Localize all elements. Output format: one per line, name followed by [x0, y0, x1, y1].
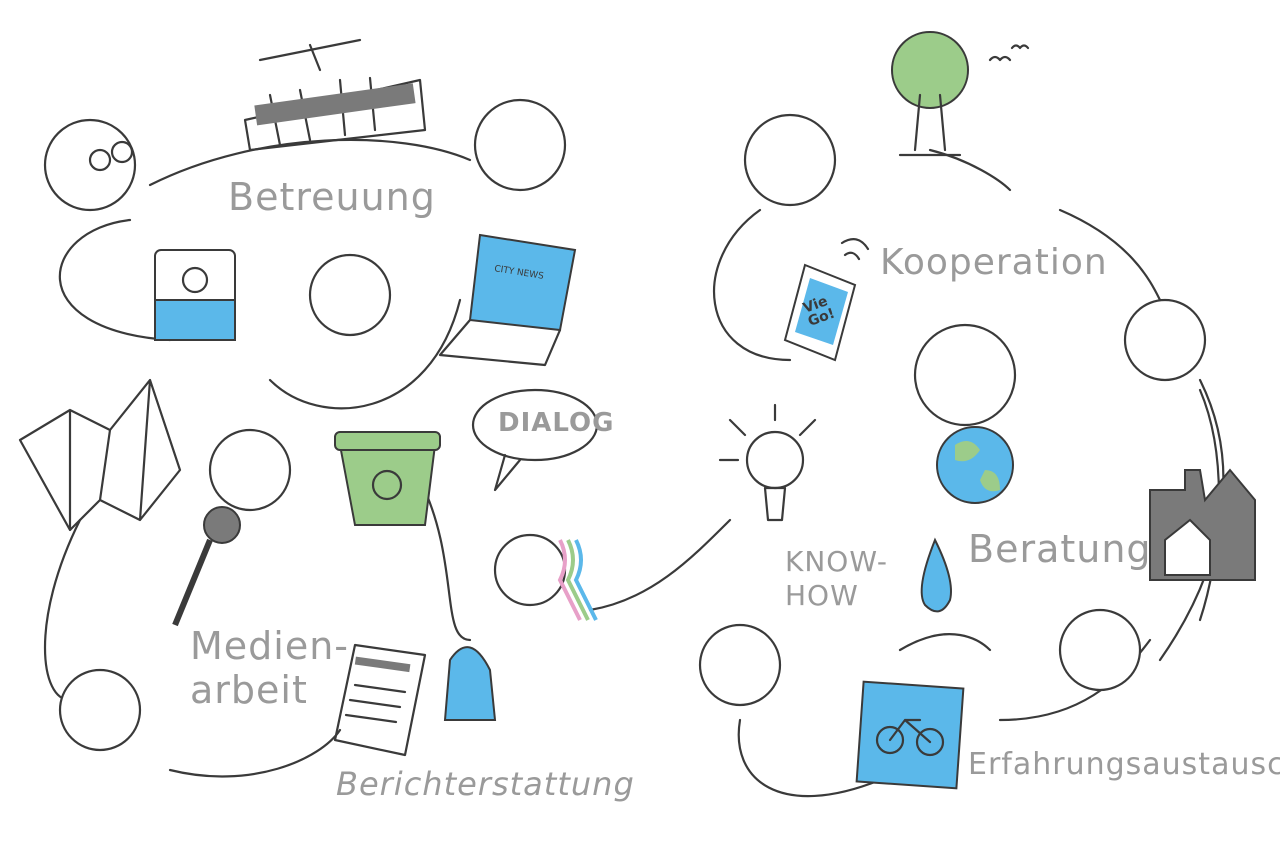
- label-kooperation: Kooperation: [880, 242, 1108, 283]
- document-icon: [333, 643, 427, 757]
- person-man-spiky-hair: [1123, 298, 1207, 382]
- globe-icon: [936, 426, 1014, 504]
- person-man-laptop: [308, 253, 392, 337]
- wifi-signal-icon: [840, 238, 870, 261]
- water-drop-icon: [920, 537, 952, 613]
- map-icon: [18, 378, 182, 532]
- recycle-bin-icon: [334, 431, 441, 526]
- label-medienarbeit: Medien- arbeit: [190, 624, 350, 712]
- microphone-icon: [172, 506, 241, 627]
- speech-bubble: [471, 388, 599, 462]
- person-woman-microphone: [208, 428, 292, 512]
- person-bearded-man: [698, 623, 782, 707]
- person-woman-bob: [1058, 608, 1142, 692]
- person-curly-woman: [913, 323, 1017, 427]
- label-know-how: KNOW- HOW: [785, 545, 888, 612]
- label-beratung: Beratung: [968, 527, 1152, 571]
- person-rainbow-hair: [493, 533, 567, 607]
- bicycle-sign-icon: [855, 680, 965, 790]
- school-bag-icon: [154, 249, 236, 341]
- label-berichterstattung: Berichterstattung: [336, 765, 635, 803]
- label-betreuung: Betreuung: [228, 175, 436, 219]
- label-dialog: DIALOG: [498, 408, 615, 438]
- birds-icon: [988, 44, 1030, 62]
- tram-icon: [243, 38, 427, 152]
- person-glasses-man: [43, 118, 137, 212]
- laptop-icon: [438, 233, 577, 367]
- city-icon: [1149, 468, 1256, 581]
- tree-icon: [891, 31, 969, 157]
- label-erfahrungsaustausch: Erfahrungsaustausch: [968, 747, 1280, 782]
- person-woman-glasses: [743, 113, 837, 207]
- lightbulb-icon: [718, 403, 817, 522]
- bag-icon: [443, 646, 497, 721]
- person-curly-man: [58, 668, 142, 752]
- phone-icon: [783, 263, 857, 362]
- person-woman-bun: [473, 98, 567, 192]
